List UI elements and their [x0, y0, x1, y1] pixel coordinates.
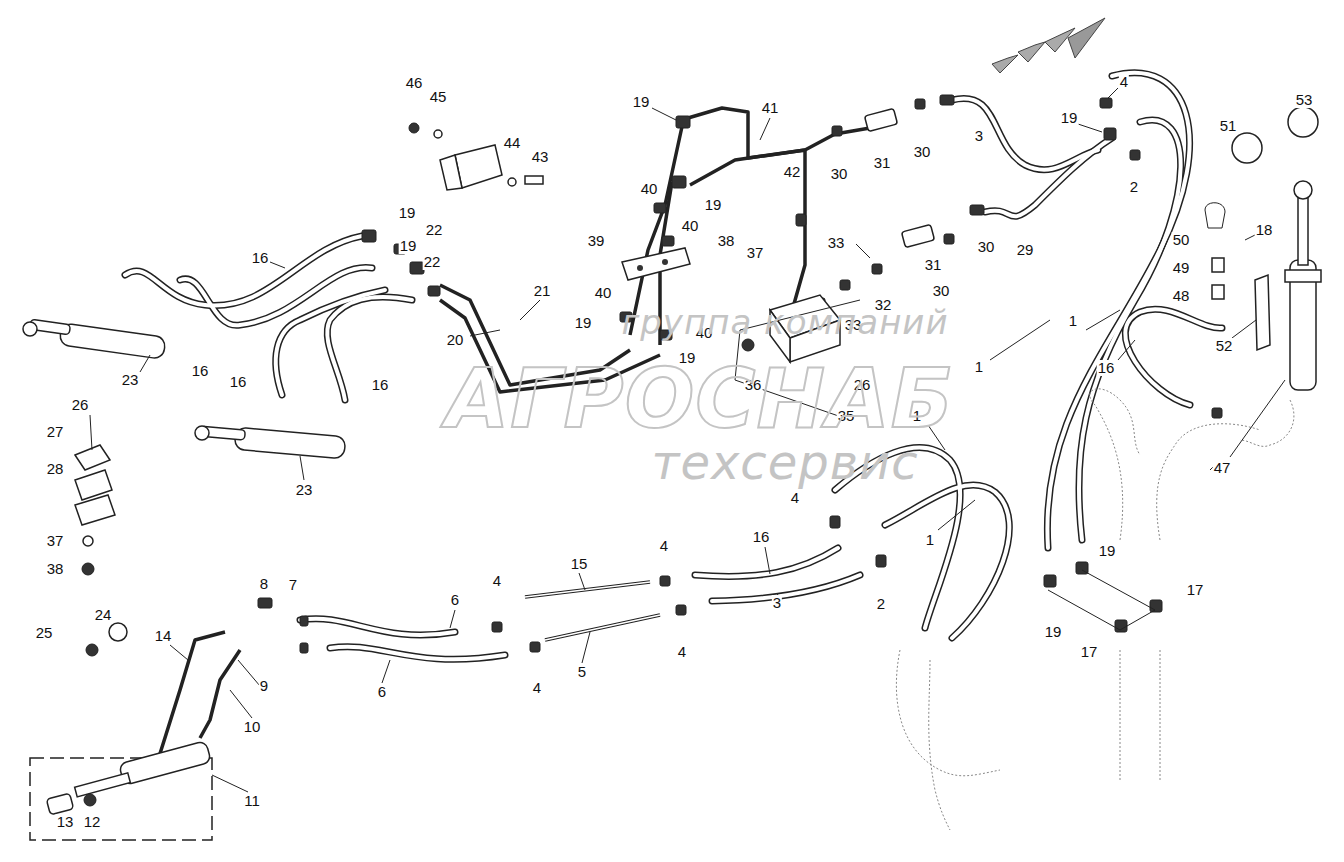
hose-fill: [125, 73, 1222, 659]
callout-number: 51: [1219, 118, 1238, 134]
callout-number: 23: [121, 372, 140, 388]
callout-number: 4: [1119, 74, 1129, 90]
callout-number: 44: [503, 135, 522, 151]
callout-number: 4: [492, 573, 502, 589]
callout-number: 38: [46, 561, 65, 577]
callout-number: 39: [587, 233, 606, 249]
callout-number: 4: [532, 680, 542, 696]
callout-number: 13: [56, 814, 75, 830]
callout-number: 16: [229, 374, 248, 390]
direction-arrow: [992, 18, 1105, 73]
callout-number: 10: [243, 719, 262, 735]
callout-number: 4: [659, 538, 669, 554]
callout-number: 11: [243, 793, 261, 809]
tee-fitting: [864, 108, 897, 131]
callout-number: 14: [154, 628, 173, 644]
callout-number: 12: [83, 814, 102, 830]
callout-number: 40: [640, 181, 659, 197]
callout-number: 5: [577, 664, 587, 680]
callout-number: 1: [1068, 313, 1078, 329]
callout-number: 1: [925, 532, 935, 548]
callout-number: 3: [974, 128, 984, 144]
callout-number: 16: [191, 363, 210, 379]
callout-number: 30: [913, 144, 932, 160]
callout-number: 19: [399, 238, 418, 254]
callout-number: 17: [1080, 644, 1099, 660]
cylinder-18: [1205, 107, 1321, 457]
pipe-clamp: [75, 415, 127, 656]
callout-number: 15: [570, 556, 589, 572]
callout-number: 26: [71, 397, 90, 413]
callout-number: 19: [632, 94, 651, 110]
callout-number: 31: [873, 155, 892, 171]
callout-number: 9: [259, 678, 269, 694]
callout-number: 31: [924, 257, 943, 273]
callout-number: 48: [1172, 288, 1191, 304]
callout-number: 46: [405, 75, 424, 91]
callout-number: 37: [746, 245, 765, 261]
callout-number: 4: [790, 490, 800, 506]
callout-number: 19: [704, 197, 723, 213]
callout-number: 24: [94, 607, 113, 623]
watermark-text: техсервис: [651, 434, 918, 490]
callout-number: 4: [677, 644, 687, 660]
callout-number: 30: [830, 166, 849, 182]
callout-number: 22: [423, 254, 442, 270]
callout-number: 40: [681, 218, 700, 234]
callout-number: 45: [429, 89, 448, 105]
callout-number: 30: [932, 283, 951, 299]
callout-number: 19: [398, 205, 417, 221]
callout-number: 18: [1255, 222, 1274, 238]
valve-39: [622, 248, 690, 280]
callout-number: 43: [531, 149, 550, 165]
callout-number: 37: [46, 533, 65, 549]
callout-number: 1: [974, 359, 984, 375]
callout-number: 17: [1186, 582, 1205, 598]
callout-number: 7: [288, 577, 298, 593]
watermark-text: группа компаний: [621, 302, 948, 342]
pressure-switch: [409, 123, 543, 190]
callout-number: 19: [1098, 543, 1117, 559]
fittings: [258, 95, 1222, 653]
callout-number: 27: [46, 424, 65, 440]
tee-fitting: [901, 224, 934, 247]
callout-number: 30: [977, 239, 996, 255]
callout-number: 50: [1172, 232, 1191, 248]
callout-number: 20: [446, 332, 465, 348]
callout-number: 6: [377, 684, 387, 700]
callout-number: 6: [450, 592, 460, 608]
callout-number: 40: [594, 285, 613, 301]
callout-number: 33: [827, 235, 846, 251]
callout-number: 29: [1016, 242, 1035, 258]
watermark-text: АГРОСНАБ: [446, 351, 954, 446]
callout-number: 42: [783, 164, 802, 180]
callout-number: 16: [1097, 360, 1116, 376]
callout-number: 53: [1295, 92, 1314, 108]
callout-number: 19: [1060, 110, 1079, 126]
callout-number: 52: [1215, 338, 1234, 354]
callout-number: 2: [876, 596, 886, 612]
callout-number: 19: [1044, 624, 1063, 640]
callout-number: 28: [46, 461, 65, 477]
callout-number: 16: [251, 250, 270, 266]
callout-number: 49: [1172, 260, 1191, 276]
callout-number: 22: [425, 222, 444, 238]
callout-number: 3: [772, 595, 782, 611]
leader-lines: [140, 88, 1256, 792]
callout-number: 41: [761, 100, 780, 116]
callout-number: 2: [1129, 179, 1139, 195]
callout-number: 8: [259, 576, 269, 592]
callout-number: 16: [371, 377, 390, 393]
hose-outline: [125, 73, 1222, 659]
callout-number: 25: [35, 625, 54, 641]
callout-number: 19: [574, 315, 593, 331]
steering-cylinder: [30, 741, 212, 840]
callout-number: 23: [295, 482, 314, 498]
callout-number: 38: [717, 233, 736, 249]
cylinder-23: [23, 319, 346, 458]
callout-number: 16: [752, 529, 771, 545]
callout-number: 21: [533, 283, 552, 299]
hidden-hoses: [896, 389, 1294, 830]
callout-number: 47: [1213, 460, 1232, 476]
